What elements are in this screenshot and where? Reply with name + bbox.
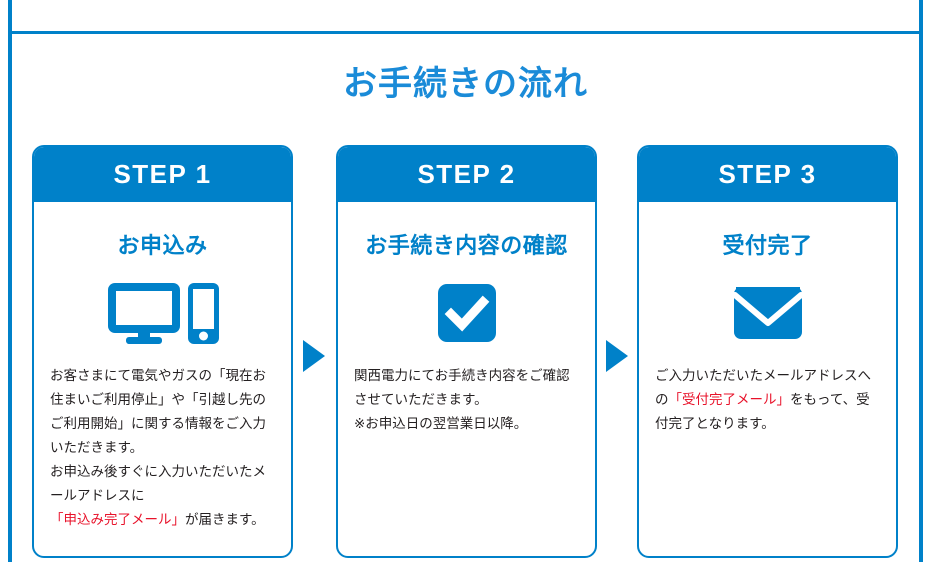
step-2-body: お手続き内容の確認 関西電力にてお手続き内容をご確認させていただきます。 ※お申… <box>338 228 595 556</box>
monitor-and-smartphone-icon <box>107 283 219 344</box>
step-2-desc-part-1: 関西電力にてお手続き内容をご確認させていただきます。 <box>354 368 570 408</box>
step-3-icon-wrap <box>653 278 882 348</box>
frame-divider-line <box>8 31 923 34</box>
step-3-desc-part-2: をもって、受付完了となります。 <box>655 392 870 432</box>
step-1-desc-part-2: お申込み後すぐに入力いただいたメールアドレスに <box>50 464 266 504</box>
envelope-icon <box>733 287 802 339</box>
step-card-list: STEP 1 お申込み お客さまにて電気やガスの「現在お住まいご利用停 <box>0 145 931 562</box>
step-2-subtitle: お手続き内容の確認 <box>365 233 568 258</box>
step-3-body: 受付完了 ご入力いただいたメールアドレスへの「受付完了メール」をもって、受付完了… <box>639 228 896 556</box>
step-1-icon-wrap <box>48 278 277 348</box>
step-1-desc-highlight: 「申込み完了メール」 <box>50 512 185 528</box>
step-3-header: STEP 3 <box>639 147 896 202</box>
step-1-desc-part-3: が届きます。 <box>185 512 265 528</box>
frame-border-right <box>919 0 923 562</box>
step-1-description: お客さまにて電気やガスの「現在お住まいご利用停止」や「引越し先のご利用開始」に関… <box>48 364 277 532</box>
step-2-header: STEP 2 <box>338 147 595 202</box>
page-title: お手続きの流れ <box>343 65 588 103</box>
step-2-description: 関西電力にてお手続き内容をご確認させていただきます。 ※お申込日の翌営業日以降。 <box>352 364 581 436</box>
step-2-desc-part-2: ※お申込日の翌営業日以降。 <box>354 416 528 432</box>
step-3-description: ご入力いただいたメールアドレスへの「受付完了メール」をもって、受付完了となります… <box>653 364 882 436</box>
step-3-subtitle: 受付完了 <box>722 233 813 258</box>
step-3-desc-highlight: 「受付完了メール」 <box>668 392 791 408</box>
step-card-2: STEP 2 お手続き内容の確認 関西電力にてお手続き内容をご確認させていただき… <box>336 145 597 558</box>
step-1-body: お申込み お客さまにて電気やガスの「現在お住まいご利用停止」や「引越し先のご利用… <box>34 228 291 556</box>
step-1-subtitle: お申込み <box>117 233 208 258</box>
step-3-desc-part-1: ご入力いただいたメールアドレスへの <box>655 368 871 408</box>
arrow-step2-to-step3 <box>606 340 628 372</box>
frame-border-left <box>8 0 12 562</box>
arrow-step1-to-step2 <box>303 340 325 372</box>
checkmark-icon <box>437 284 496 342</box>
step-2-icon-wrap <box>352 278 581 348</box>
step-1-desc-part-1: お客さまにて電気やガスの「現在お住まいご利用停止」や「引越し先のご利用開始」に関… <box>50 368 266 456</box>
step-1-header: STEP 1 <box>34 147 291 202</box>
step-card-3: STEP 3 受付完了 ご入力いただいたメールアドレスへの「受付完了メール」をも… <box>637 145 898 558</box>
step-card-1: STEP 1 お申込み お客さまにて電気やガスの「現在お住まいご利用停 <box>32 145 293 558</box>
